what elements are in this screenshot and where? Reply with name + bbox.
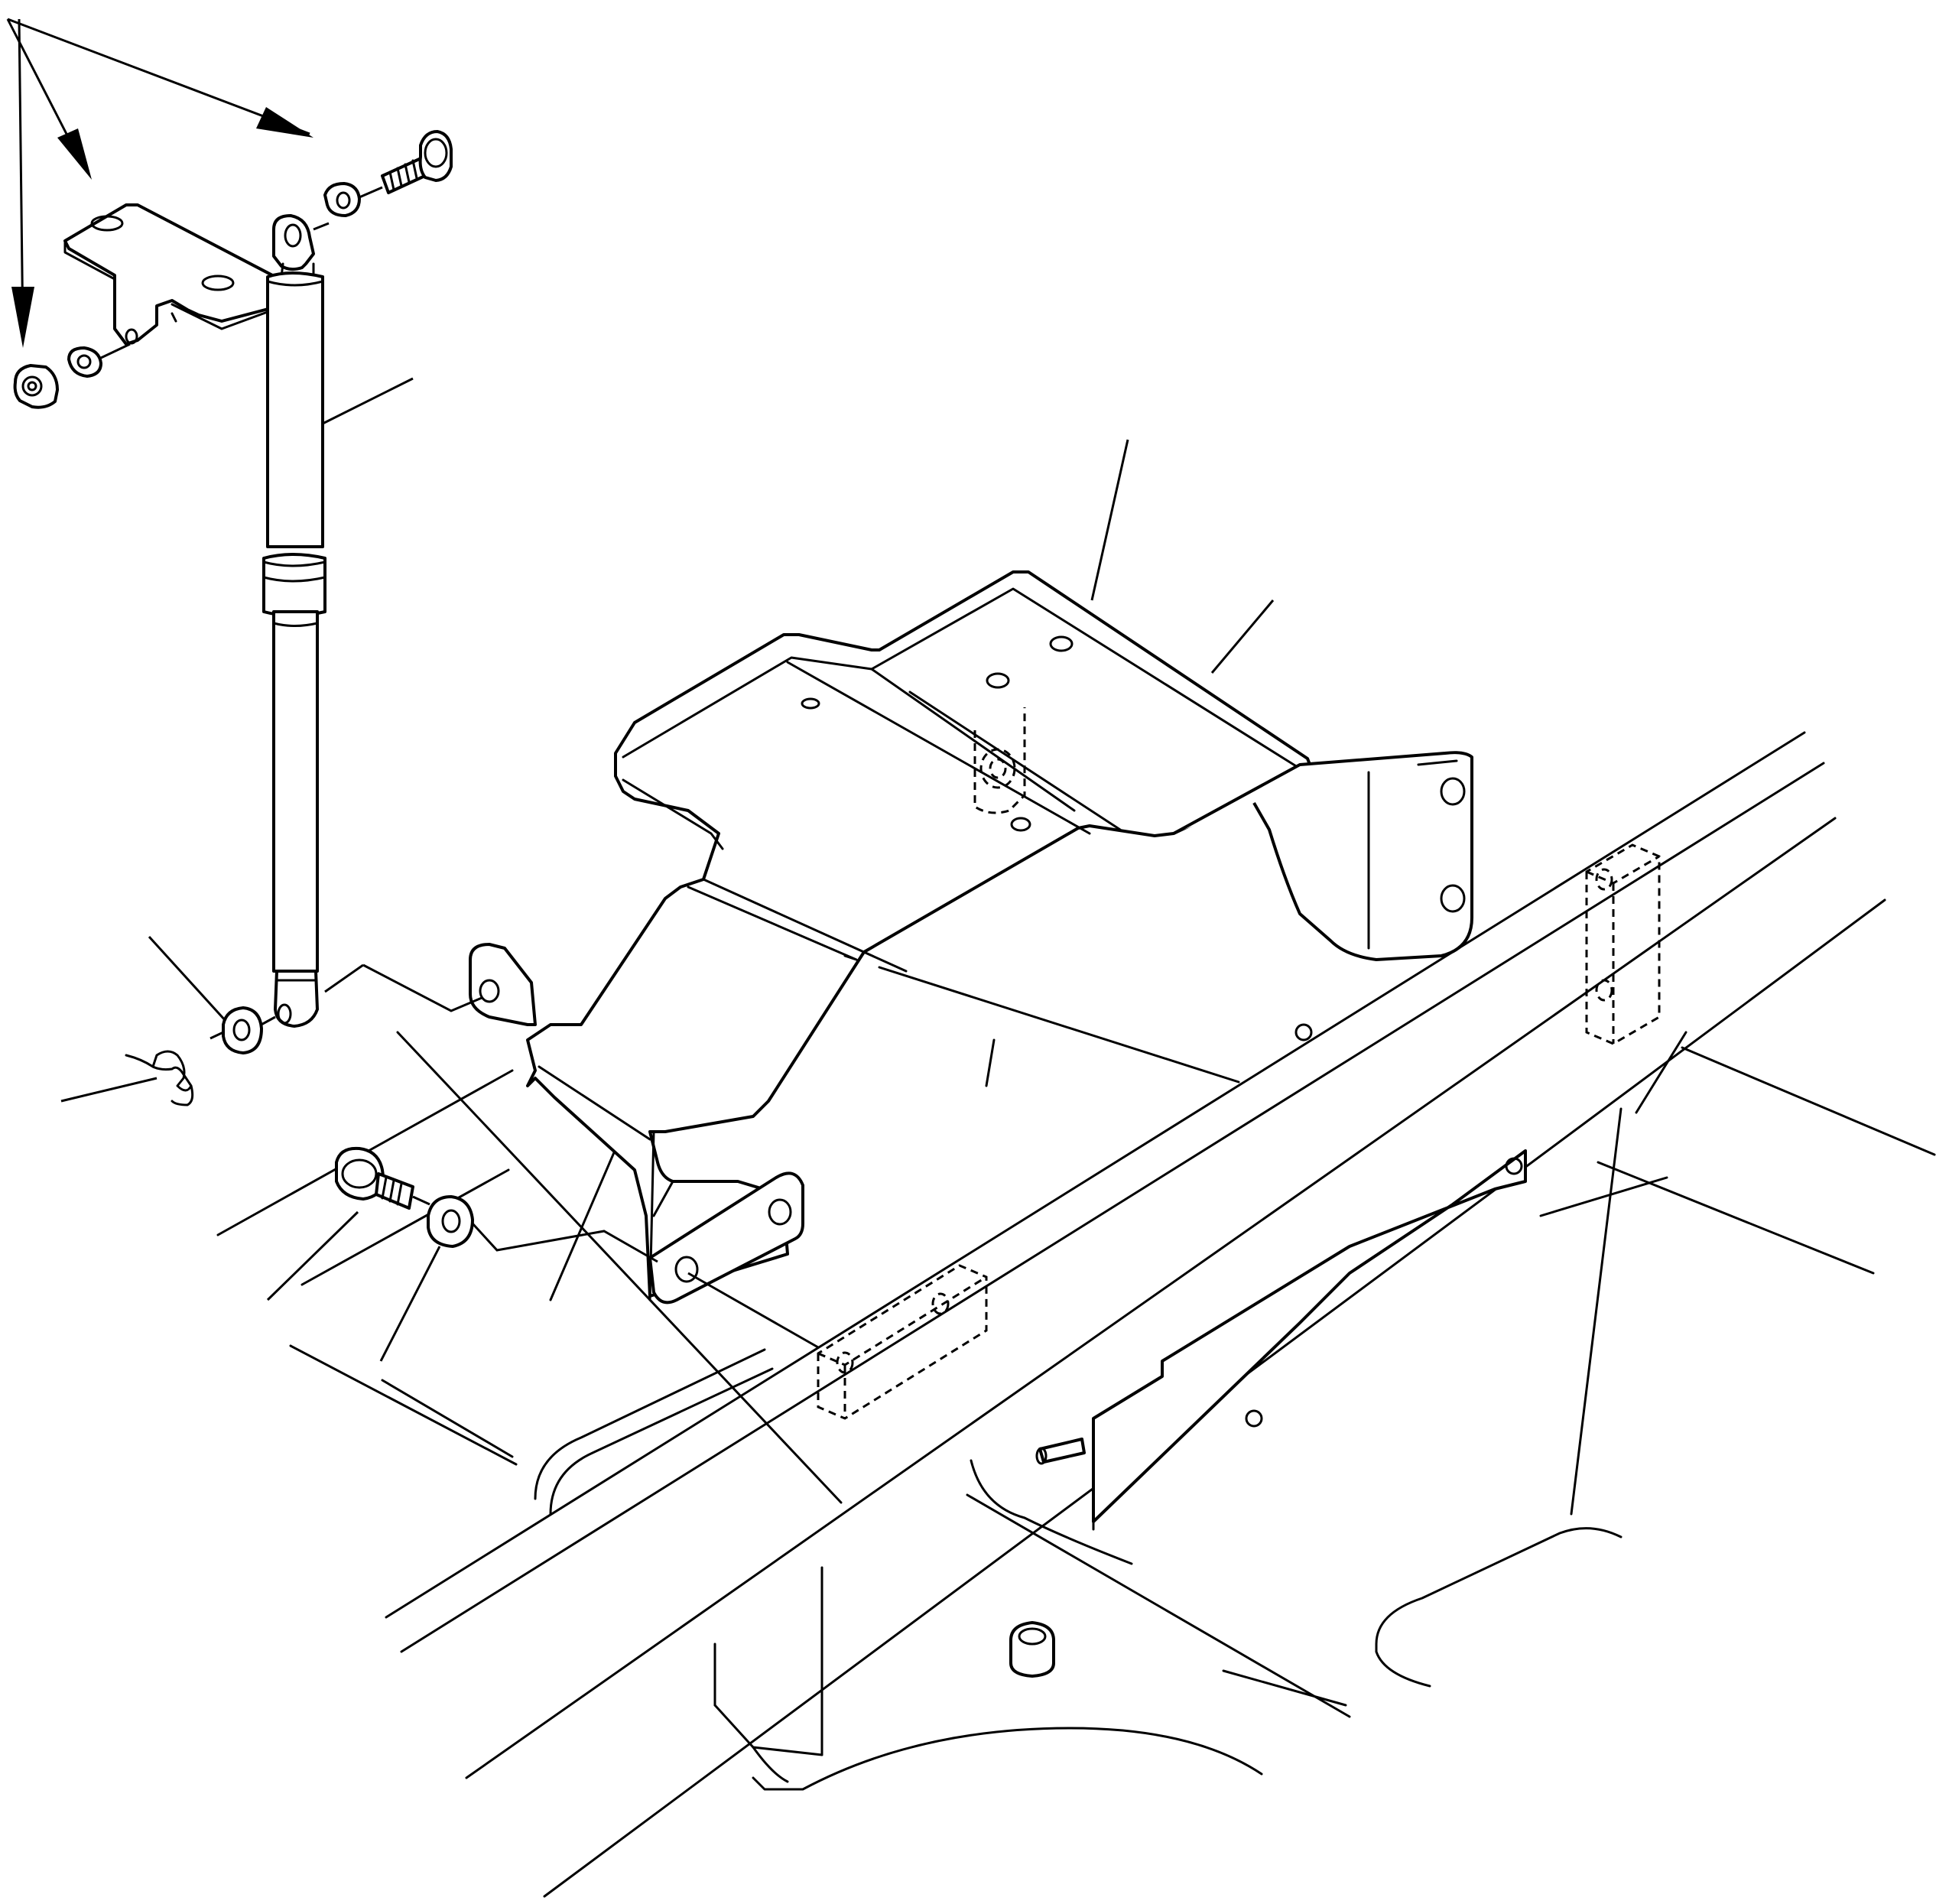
support-bracket bbox=[469, 570, 1473, 1305]
leader-washer-lower bbox=[148, 935, 227, 1022]
arrowhead-2 bbox=[57, 128, 92, 180]
nut-washer-set bbox=[13, 328, 138, 409]
leader-arrow-3 bbox=[18, 18, 24, 337]
arrowhead-1 bbox=[256, 107, 313, 138]
hidden-blocks bbox=[817, 843, 1661, 1420]
leader-gas-spring bbox=[320, 377, 414, 426]
leader-bracket-top bbox=[1090, 439, 1129, 601]
gas-spring bbox=[262, 214, 326, 1028]
leader-washer-bolt bbox=[379, 1246, 441, 1362]
leader-bolt bbox=[266, 1210, 359, 1301]
callout-arrows bbox=[6, 18, 313, 348]
lower-washer-clip bbox=[125, 1006, 276, 1106]
leader-lines bbox=[60, 377, 1275, 1362]
chassis-frame bbox=[216, 731, 1936, 1898]
top-bolt-washer bbox=[313, 130, 453, 231]
upper-mount-bracket bbox=[63, 203, 296, 346]
leader-clip bbox=[60, 1077, 158, 1103]
lower-bolt-washer bbox=[324, 963, 819, 1349]
arrowhead-3 bbox=[11, 287, 34, 348]
leader-bracket-side bbox=[1210, 599, 1275, 674]
leader-arrow-1 bbox=[7, 18, 310, 135]
